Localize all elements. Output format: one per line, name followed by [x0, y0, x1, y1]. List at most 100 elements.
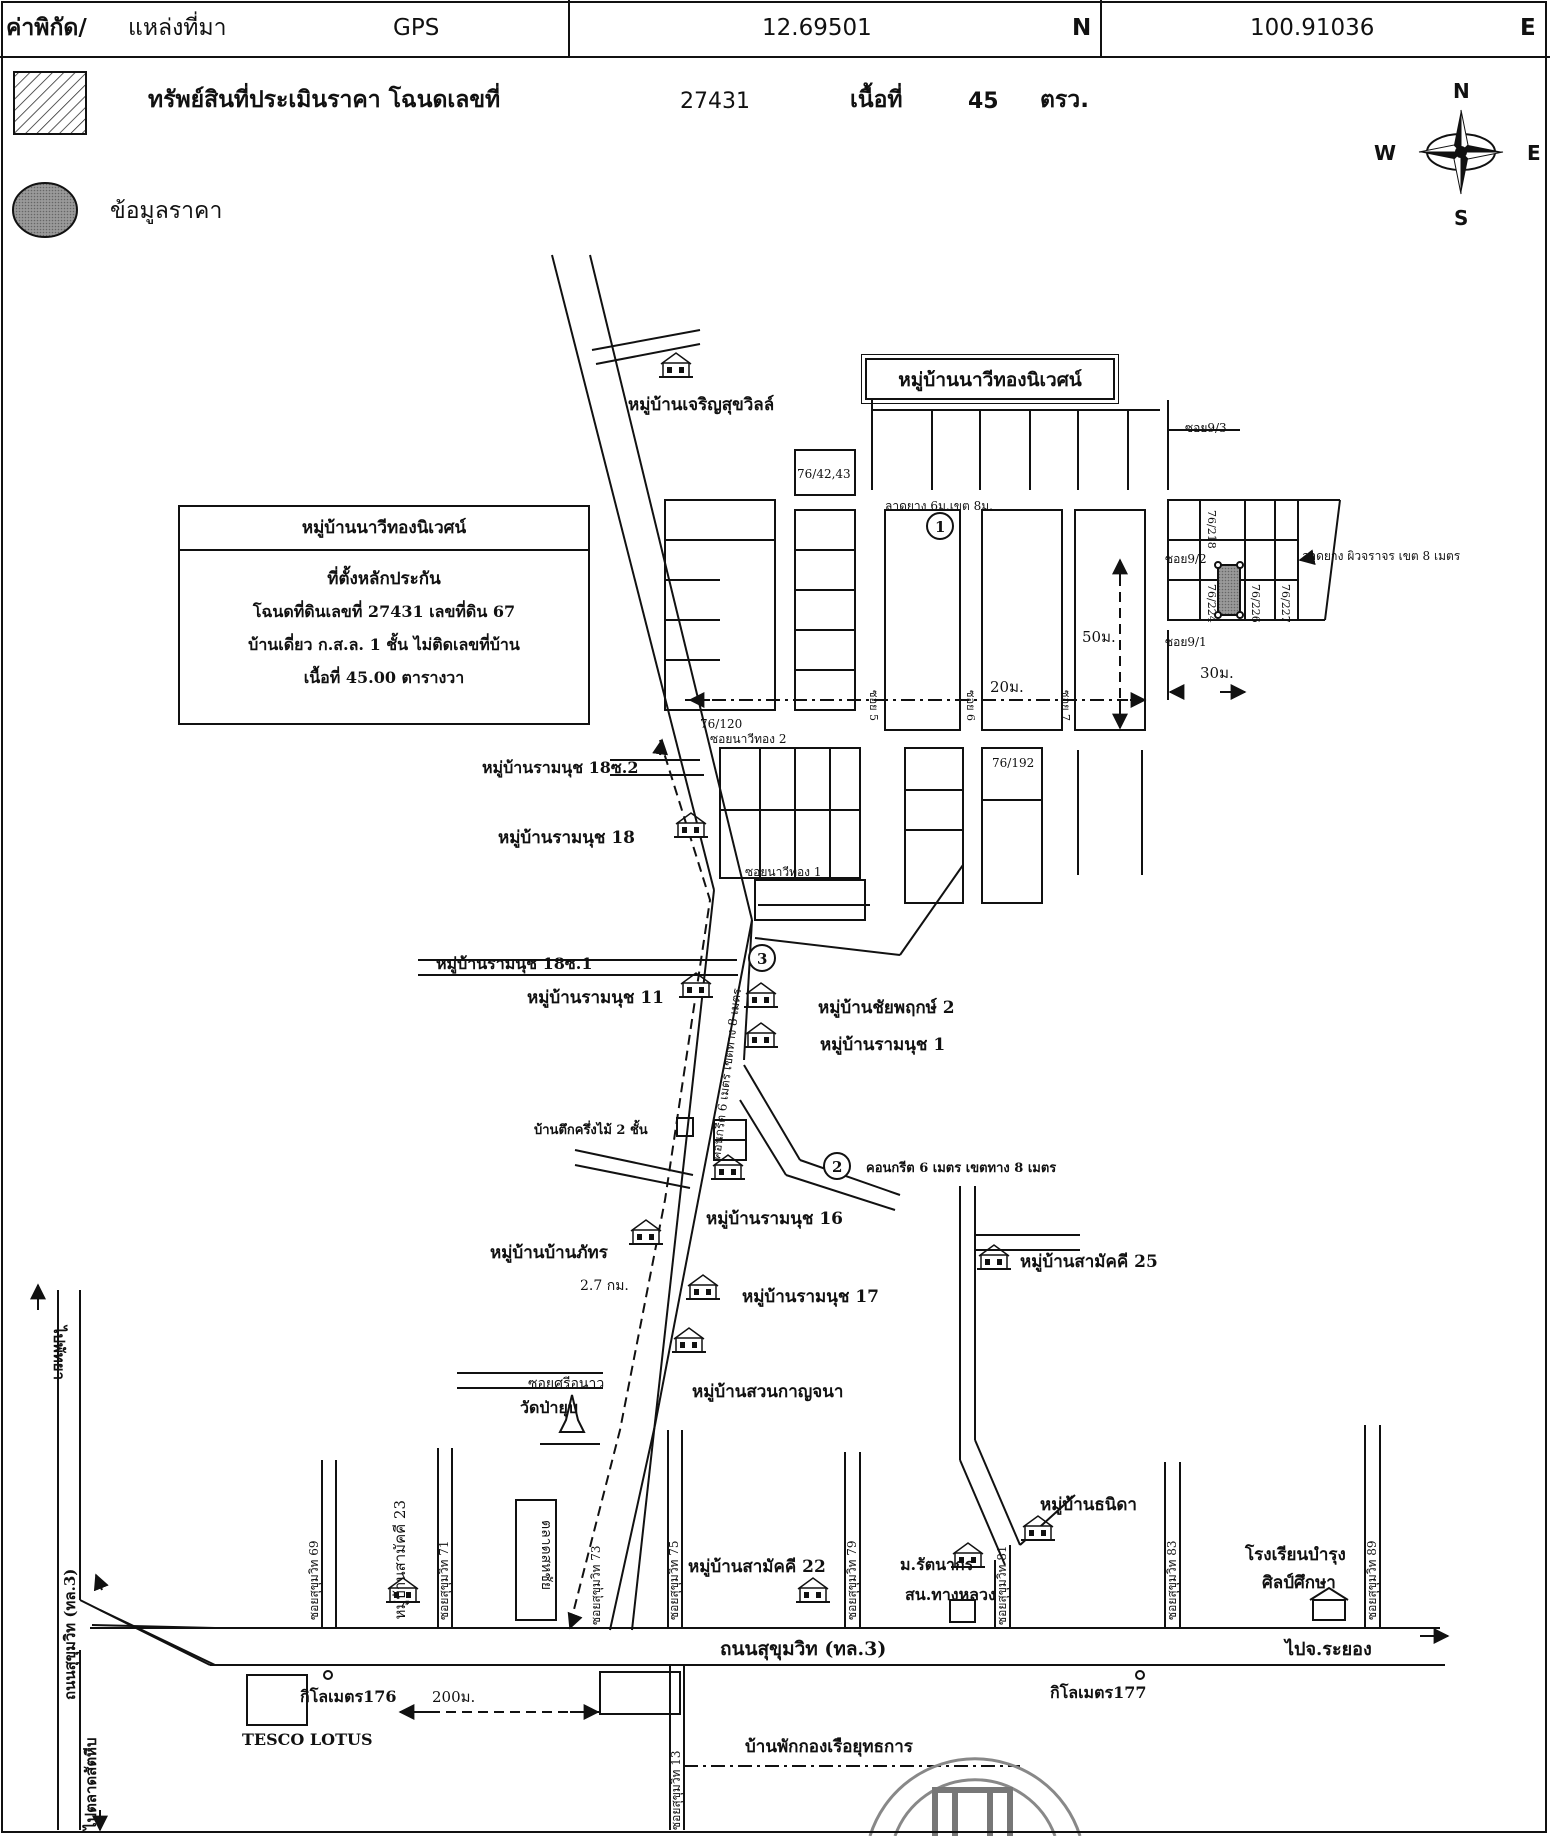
compass-west: W	[1374, 141, 1396, 165]
legend-area-value: 45	[968, 89, 999, 114]
legend-deed-number: 27431	[680, 89, 750, 114]
house-76-224: 76/224	[1205, 584, 1218, 623]
legend-subject-label: ทรัพย์สินที่ประเมินราคา โฉนดเลขที่	[148, 82, 500, 113]
to-rayong-label: ไปจ.ระยอง	[1283, 1638, 1372, 1660]
place-office: สน.ทางหลวง	[905, 1585, 996, 1604]
village-icon	[685, 1274, 721, 1300]
compass-north: N	[1453, 79, 1470, 103]
header-bar: ค่าพิกัด/ แหล่งที่มา GPS 12.69501 N 100.…	[0, 0, 1550, 58]
km-177-label: กิโลเมตร177	[1050, 1682, 1147, 1702]
village-banner: หมู่บ้านนาวีทองนิเวศน์	[861, 354, 1119, 404]
place-charoen: หมู่บ้านเจริญสุขวิลล์	[628, 394, 774, 416]
village-icon	[678, 972, 714, 998]
source-value: GPS	[393, 15, 440, 41]
info-box: หมู่บ้านนาวีทองนิเวศน์ ที่ตั้งหลักประกัน…	[178, 505, 590, 725]
info-box-title: หมู่บ้านนาวีทองนิเวศน์	[180, 507, 588, 551]
header-divider	[568, 0, 570, 56]
school-icon	[1309, 1586, 1349, 1621]
latitude-direction: N	[1072, 15, 1092, 41]
left-road-label: ถนนสุขุมวิท (ทล.3)	[61, 1569, 80, 1700]
header-divider	[1100, 0, 1102, 56]
price-marker-2	[823, 1152, 851, 1180]
village-icon	[976, 1244, 1012, 1270]
place-samakki25: หมู่บ้านสามัคคี 25	[1020, 1251, 1158, 1273]
coord-label: ค่าพิกัด/	[6, 15, 87, 41]
village-icon	[1020, 1515, 1056, 1541]
house-76-227: 76/227	[1279, 584, 1292, 623]
place-raman16: หมู่บ้านรามนุช 16	[706, 1209, 843, 1230]
soi-sukhumvit-81: ซอยสุขุมวิท 81	[995, 1545, 1010, 1625]
distance-2-7km: 2.7 กม.	[580, 1278, 629, 1294]
soi-9-1: ซอย9/1	[1165, 635, 1207, 649]
to-pattaya-label: ไปพัทยา	[50, 1324, 69, 1380]
temple-icon	[540, 1394, 600, 1445]
soi-7: ซอย 7	[1059, 690, 1072, 721]
info-box-line-3: บ้านเดี่ยว ก.ส.ล. 1 ชั้น ไม่ติดเลขที่บ้า…	[248, 635, 520, 654]
source-label: แหล่งที่มา	[128, 15, 227, 41]
road-asphalt-2: ลาดยาง ผิวจราจร เขต 8 เมตร	[1302, 549, 1461, 563]
soi-6: ซอย 6	[964, 690, 977, 721]
info-box-line-4: เนื้อที่ 45.00 ตารางวา	[303, 668, 465, 687]
place-raman1: หมู่บ้านรามนุช 1	[820, 1035, 945, 1056]
soi-nawi-2: ซอยนาวีทอง 2	[710, 732, 787, 746]
distance-50m: 50ม.	[1082, 628, 1116, 646]
legend-subject-swatch	[13, 71, 87, 135]
soi-sukhumvit-75: ซอยสุขุมวิท 75	[667, 1540, 682, 1620]
place-banpat: หมู่บ้านบ้านภัทร	[490, 1243, 609, 1264]
soi-sukhumvit-79: ซอยสุขุมวิท 79	[845, 1540, 860, 1620]
house-76-192: 76/192	[992, 756, 1034, 770]
distance-30m: 30ม.	[1200, 664, 1234, 682]
soi-9-2: ซอย9/2	[1165, 552, 1207, 566]
price-marker-3	[748, 944, 776, 972]
latitude-value: 12.69501	[762, 15, 872, 41]
house-76-120: 76/120	[700, 717, 742, 731]
place-samakki23: หมู่บ้านสามัคคี 23	[391, 1500, 409, 1619]
village-icon	[658, 352, 694, 378]
subject-parcel	[1217, 564, 1241, 616]
place-samakki22: หมู่บ้านสามัคคี 22	[688, 1556, 826, 1578]
soi-sukhumvit-89: ซอยสุขุมวิท 89	[1365, 1540, 1380, 1620]
company-stamp	[868, 1757, 1082, 1836]
longitude-value: 100.91036	[1250, 15, 1375, 41]
place-school-1: โรงเรียนบำรุง	[1244, 1544, 1346, 1565]
soi-sukhumvit-69: ซอยสุขุมวิท 69	[307, 1540, 322, 1620]
place-raman18: หมู่บ้านรามนุช 18	[498, 828, 635, 849]
compass-icon	[1418, 109, 1504, 195]
marker-3-label: 3	[757, 950, 767, 968]
navy-label: บ้านพักกองเรือยุทธการ	[745, 1736, 914, 1757]
place-rattana: ม.รัตนากร	[900, 1555, 974, 1574]
marker-1-label: 1	[935, 518, 945, 536]
place-market: ตลาดสหชัย	[538, 1520, 554, 1590]
soi-5: ซอย 5	[867, 690, 880, 721]
marker-2-label: 2	[832, 1158, 842, 1176]
road-asphalt-1: ลาดยาง 6ม.เขต 8ม.	[885, 499, 993, 513]
km-marker	[1135, 1670, 1145, 1680]
place-raman11: หมู่บ้านรามนุช 11	[527, 988, 664, 1009]
soi-nawi-1: ซอยนาวีทอง 1	[745, 865, 822, 879]
road-main-lane: คอนกรีต 6 เมตร เขตทาง 8 เมตร	[709, 987, 744, 1160]
place-raman18-s2: หมู่บ้านรามนุช 18ซ.2	[482, 758, 639, 779]
place-townhouse: บ้านตึกครึ่งไม้ 2 ชั้น	[534, 1119, 648, 1138]
soi-sukhumvit-73: ซอยสุขุมวิท 73	[589, 1545, 604, 1625]
soi-sukhumvit-13: ซอยสุขุมวิท 13	[669, 1750, 684, 1830]
km-176-label: กิโลเมตร176	[300, 1686, 397, 1706]
place-chaiya2: หมู่บ้านชัยพฤกษ์ 2	[818, 997, 955, 1019]
legend-area-label: เนื้อที่	[850, 82, 903, 113]
soi-sri: ซอยศรีอนาว	[528, 1376, 604, 1392]
place-suan: หมู่บ้านสวนกาญจนา	[692, 1382, 843, 1403]
place-wat: วัดป่ายุบ	[520, 1398, 578, 1418]
house-76-42: 76/42,43	[797, 467, 851, 481]
longitude-direction: E	[1520, 15, 1536, 41]
km-marker	[323, 1670, 333, 1680]
info-box-line-1: ที่ตั้งหลักประกัน	[327, 569, 441, 589]
village-icon	[673, 812, 709, 838]
place-thanida: หมู่บ้านธนิดา	[1040, 1495, 1137, 1516]
road-concrete-2: คอนกรีต 6 เมตร เขตทาง 8 เมตร	[866, 1160, 1056, 1176]
village-icon	[795, 1577, 831, 1603]
soi-sukhumvit-71: ซอยสุขุมวิท 71	[437, 1540, 452, 1620]
village-icon	[743, 1022, 779, 1048]
soi-9-3: ซอย9/3	[1185, 421, 1227, 435]
legend-price-label: ข้อมูลราคา	[110, 198, 222, 224]
village-icon	[628, 1219, 664, 1245]
